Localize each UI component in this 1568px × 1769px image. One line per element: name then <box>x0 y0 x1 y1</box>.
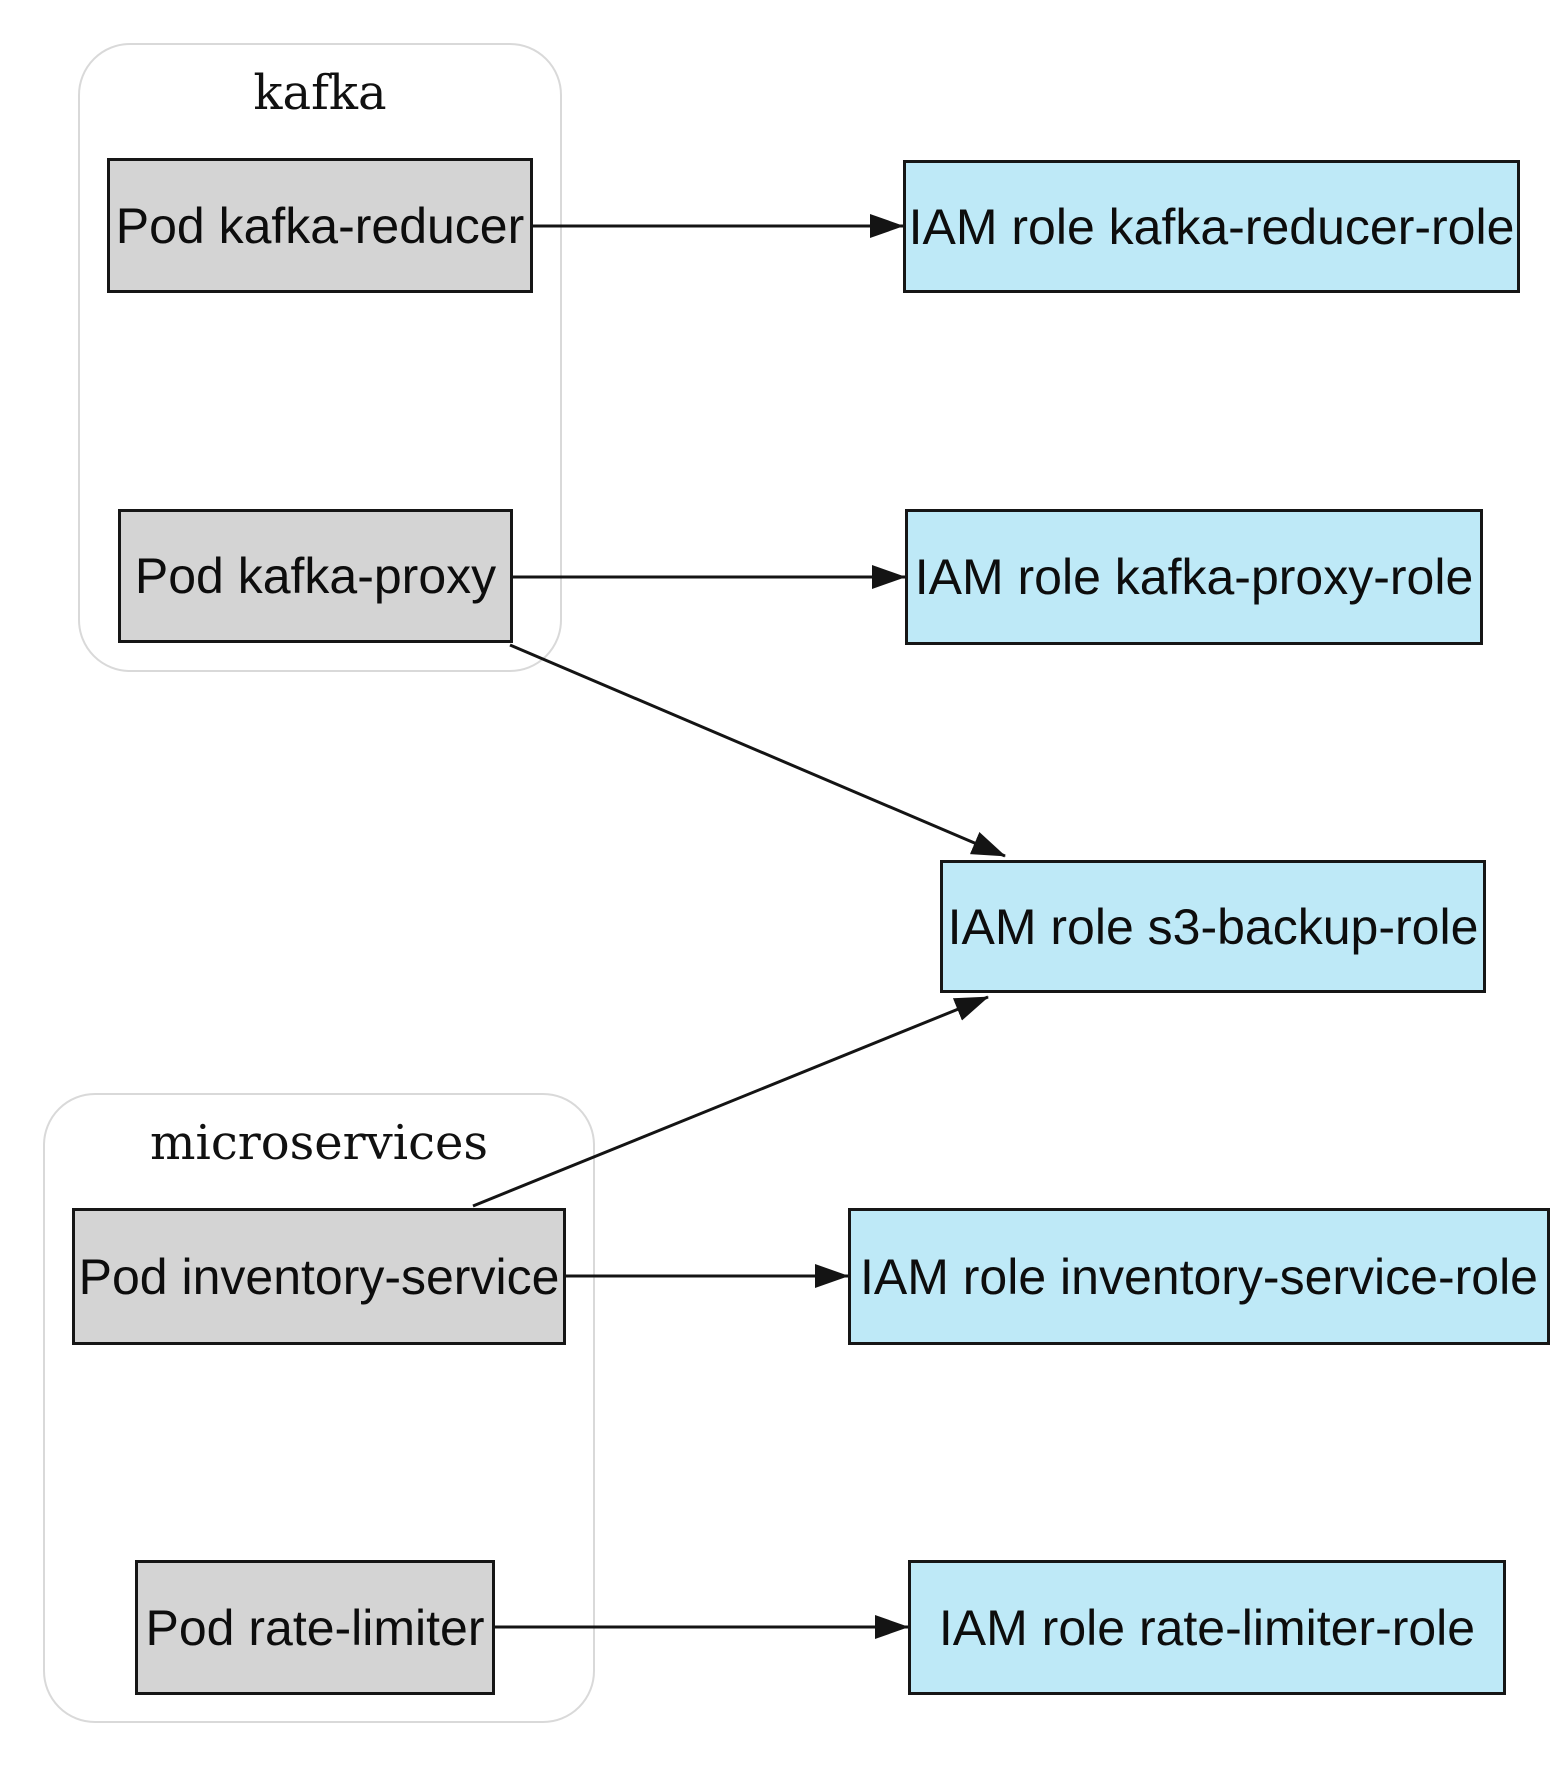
node-role-rate-limiter: IAM role rate-limiter-role <box>908 1560 1506 1695</box>
node-role-inventory-service-label: IAM role inventory-service-role <box>860 1248 1538 1305</box>
node-pod-kafka-proxy-label: Pod kafka-proxy <box>134 548 497 604</box>
node-pod-rate-limiter-label: Pod rate-limiter <box>145 1599 485 1656</box>
node-role-s3-backup-label: IAM role s3-backup-role <box>947 898 1479 955</box>
node-role-inventory-service: IAM role inventory-service-role <box>848 1208 1550 1345</box>
cluster-microservices-label: microservices <box>150 1115 488 1171</box>
node-pod-inventory-service: Pod inventory-service <box>72 1208 566 1345</box>
node-role-kafka-proxy: IAM role kafka-proxy-role <box>905 509 1483 645</box>
node-role-s3-backup: IAM role s3-backup-role <box>940 860 1486 993</box>
node-role-kafka-reducer-label: IAM role kafka-reducer-role <box>908 198 1515 255</box>
node-pod-rate-limiter: Pod rate-limiter <box>135 1560 495 1695</box>
node-pod-inventory-service-label: Pod inventory-service <box>78 1248 560 1305</box>
node-pod-kafka-reducer: Pod kafka-reducer <box>107 158 533 293</box>
cluster-kafka-label: kafka <box>253 65 387 121</box>
cluster-microservices: microservices <box>43 1093 595 1723</box>
node-role-kafka-proxy-label: IAM role kafka-proxy-role <box>914 549 1474 605</box>
node-pod-kafka-proxy: Pod kafka-proxy <box>118 509 513 643</box>
edge-kafka-proxy-to-s3-backup <box>509 643 1006 858</box>
node-pod-kafka-reducer-label: Pod kafka-reducer <box>115 197 525 254</box>
cluster-kafka: kafka <box>78 43 562 672</box>
node-role-rate-limiter-label: IAM role rate-limiter-role <box>938 1599 1476 1656</box>
node-role-kafka-reducer: IAM role kafka-reducer-role <box>903 160 1520 293</box>
